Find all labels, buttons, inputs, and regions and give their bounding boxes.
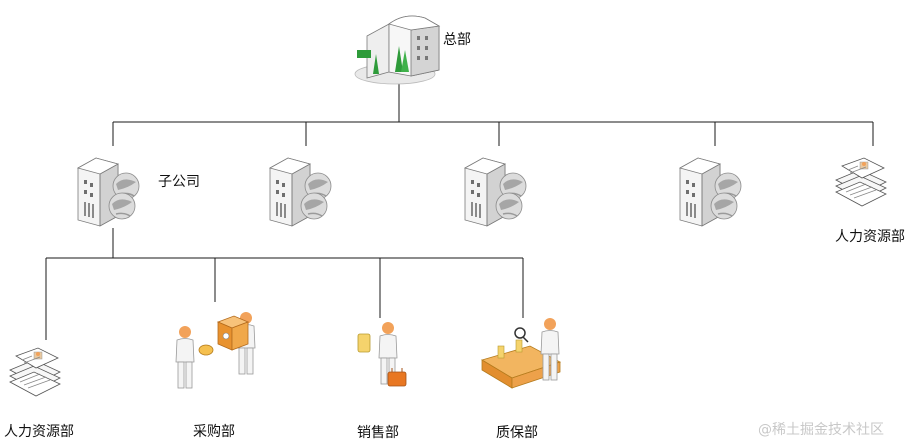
building-icon-3 xyxy=(464,157,527,227)
subsidiary-label: 子公司 xyxy=(158,174,200,190)
subsidiary-building-icon xyxy=(77,157,140,227)
quality-assurance-icon xyxy=(481,317,562,389)
top-hr-label: 人力资源部 xyxy=(835,229,905,245)
building-icon-4 xyxy=(679,157,742,227)
top-hr-documents-icon xyxy=(835,157,887,207)
hr-documents-icon xyxy=(9,347,61,397)
headquarters-label: 总部 xyxy=(443,32,471,48)
watermark-text: @稀土掘金技术社区 xyxy=(758,422,884,438)
department-label-hr: 人力资源部 xyxy=(4,424,74,440)
department-label-quality: 质保部 xyxy=(496,425,538,441)
purchasing-icon xyxy=(175,311,256,389)
connector-lines xyxy=(45,84,874,340)
sales-icon xyxy=(357,321,407,387)
department-label-sales: 销售部 xyxy=(357,425,399,441)
department-label-purchasing: 采购部 xyxy=(193,424,235,440)
building-icon-2 xyxy=(269,157,332,227)
headquarters-icon xyxy=(354,15,441,85)
